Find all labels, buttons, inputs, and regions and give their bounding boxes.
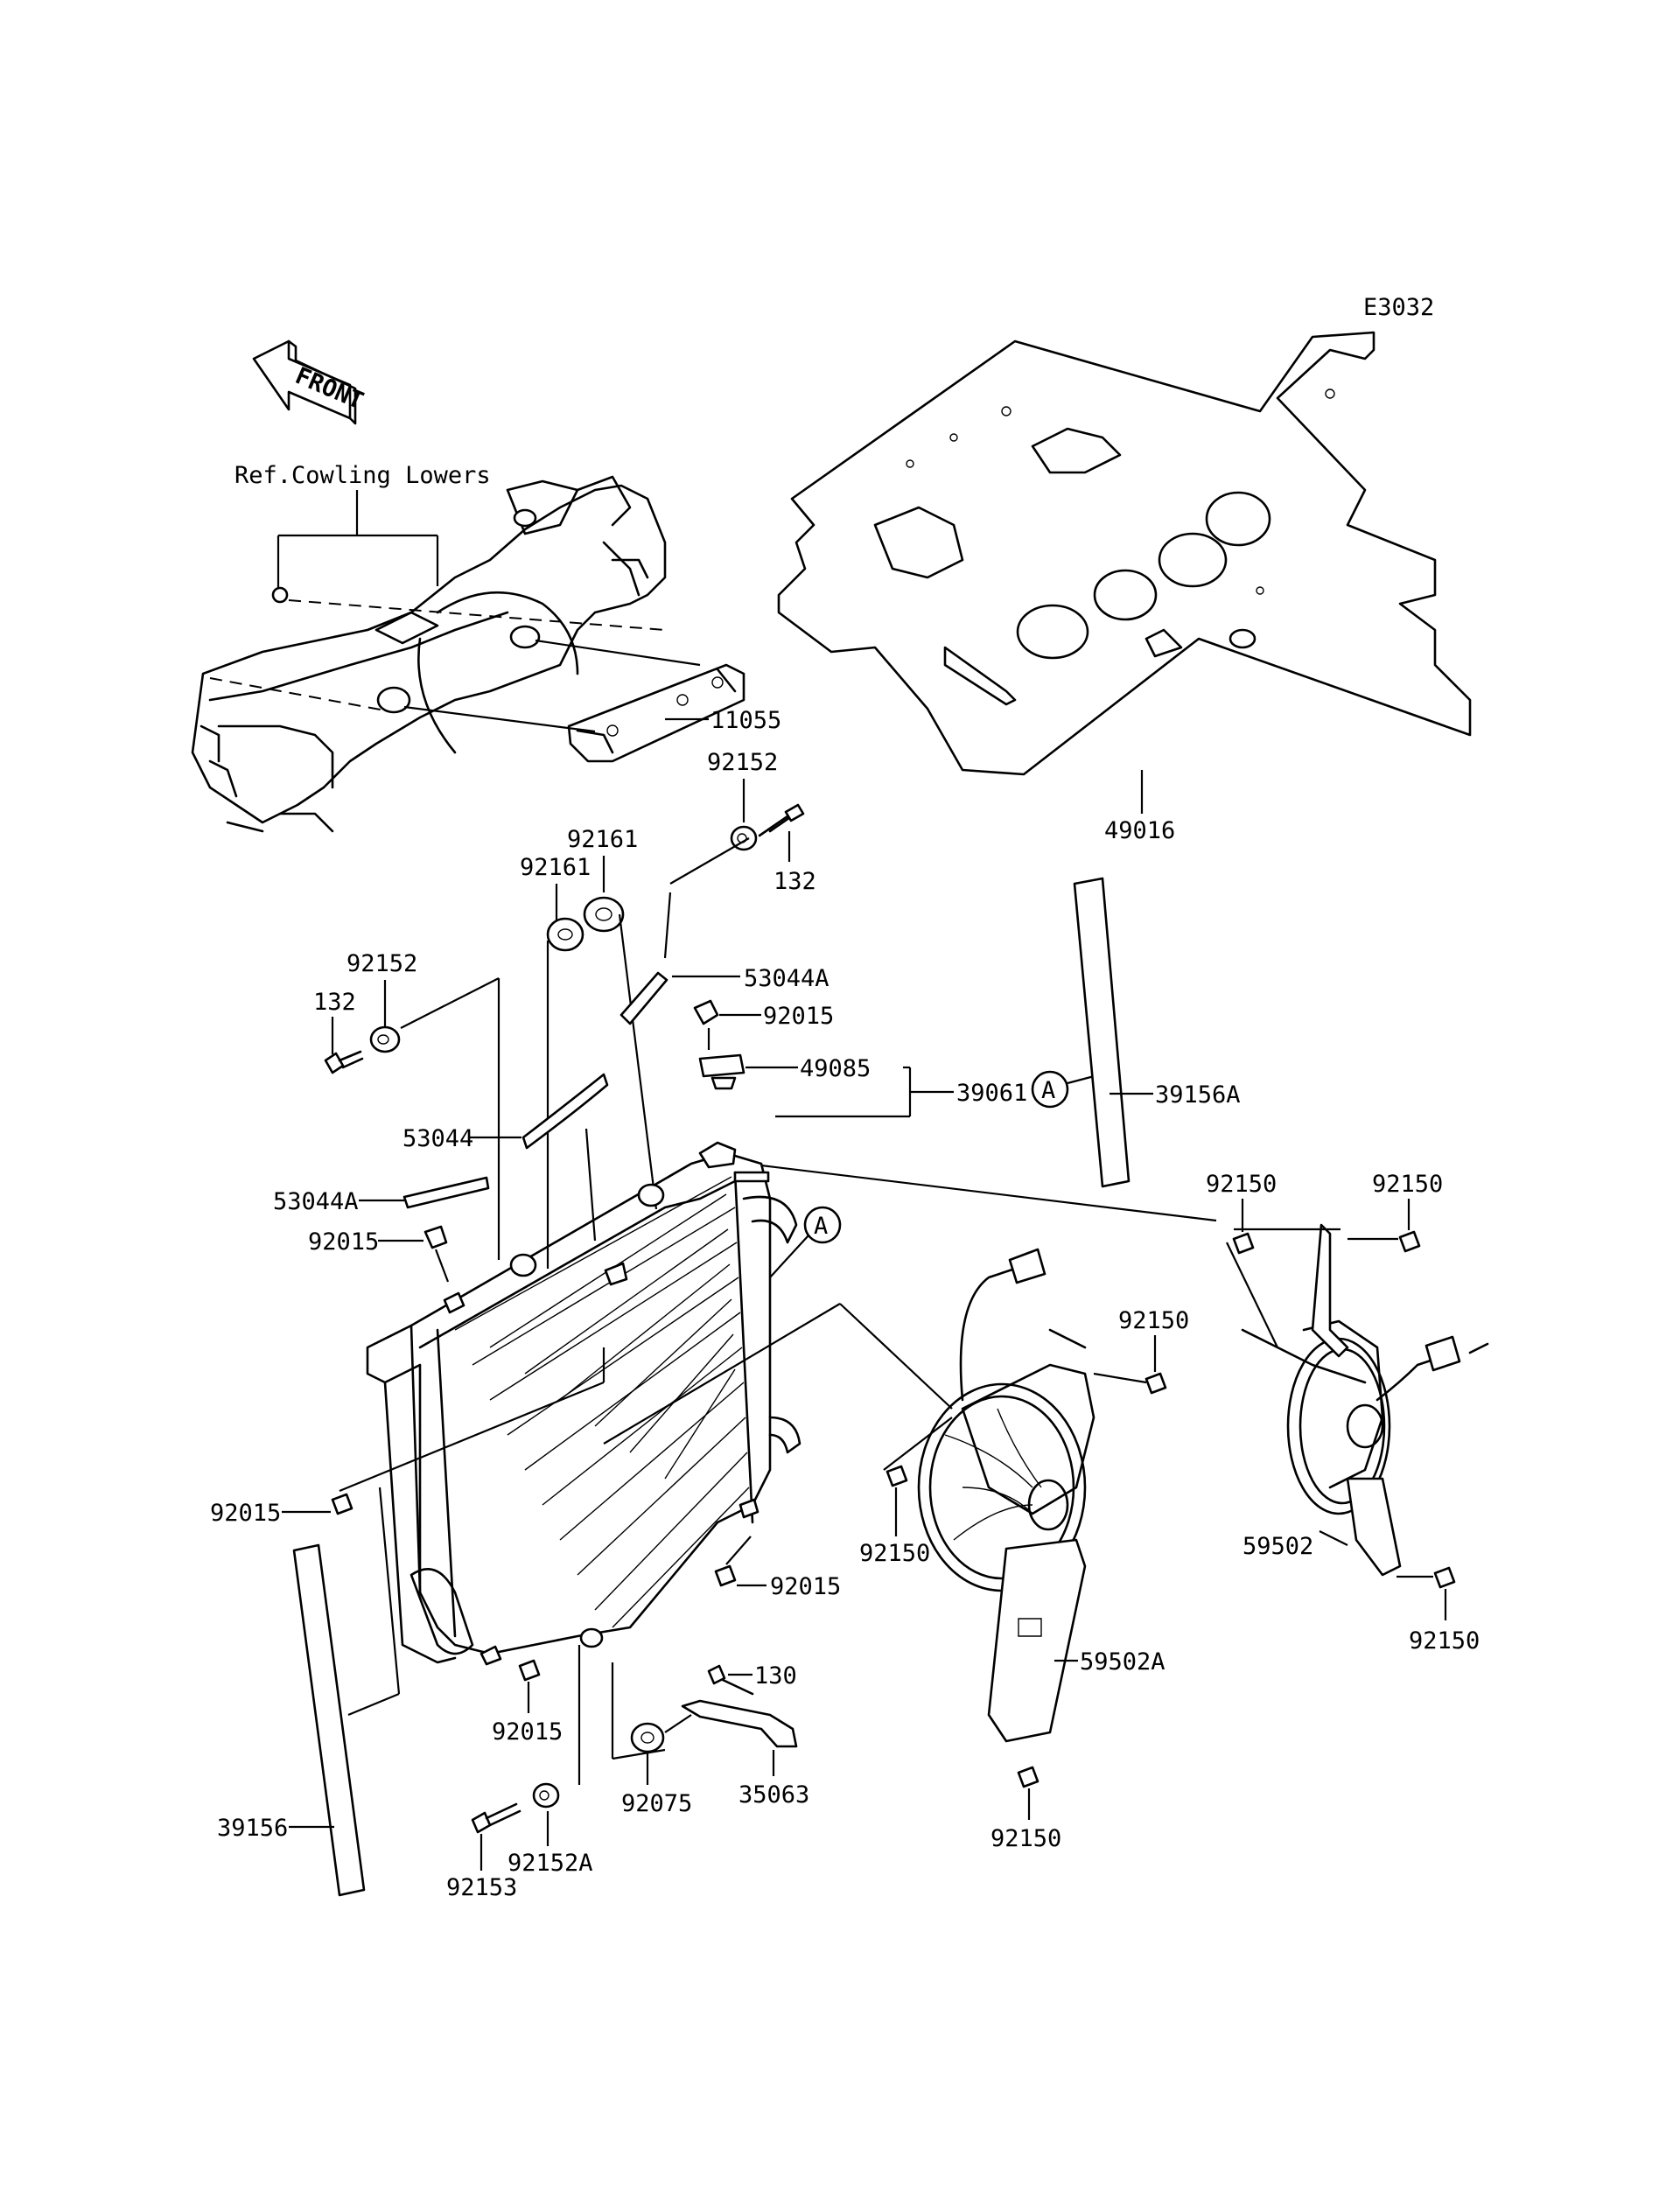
part-label: 49016 <box>1104 817 1175 844</box>
part-label: 39156 <box>217 1815 288 1842</box>
seal-39156A <box>1073 877 1130 1188</box>
nut-92150 <box>1017 1766 1040 1788</box>
fan-59502A <box>917 1248 1096 1743</box>
part-label: 53044A <box>744 965 830 992</box>
svg-text:A: A <box>1041 1077 1055 1104</box>
radiator-core <box>366 1141 802 1666</box>
nut-92150 <box>1398 1230 1421 1253</box>
hose-53044A-left <box>402 1176 490 1209</box>
part-label: 132 <box>774 868 816 895</box>
nut-92150 <box>1232 1232 1255 1255</box>
bolt-132-left <box>324 1050 364 1074</box>
part-label: 92150 <box>859 1540 930 1567</box>
washer-92152A <box>532 1782 560 1809</box>
nut-92150 <box>886 1465 908 1487</box>
part-label: 130 <box>754 1662 797 1690</box>
seal-39156 <box>292 1543 366 1897</box>
part-label: 132 <box>313 989 356 1016</box>
skid-plate-49016 <box>777 331 1472 776</box>
part-label: 39156A <box>1155 1081 1241 1109</box>
grommet-92161-a <box>583 896 625 933</box>
part-label: 92161 <box>520 854 591 881</box>
clip-92015-top <box>693 999 719 1025</box>
stay-35063 <box>681 1699 798 1748</box>
front-arrow-icon: FRONT <box>252 339 368 425</box>
part-label: 92150 <box>1206 1171 1277 1198</box>
diagram-code: E3032 <box>1363 294 1434 321</box>
part-label: 49085 <box>800 1055 871 1082</box>
part-label: 59502A <box>1080 1648 1166 1676</box>
washer-92152-left <box>369 1025 401 1053</box>
part-label: 92152A <box>508 1850 593 1877</box>
grommet-92161-b <box>546 917 584 952</box>
part-label: 59502 <box>1242 1533 1313 1560</box>
part-label: 92150 <box>1372 1171 1443 1198</box>
part-label: 92015 <box>308 1228 379 1256</box>
part-label: 92152 <box>346 950 417 977</box>
clip-92015-left <box>424 1225 448 1249</box>
ref-cowling-note: Ref.Cowling Lowers <box>234 462 491 489</box>
bolt-130 <box>707 1664 754 1696</box>
cowling-lower-assembly <box>191 475 667 833</box>
grommet-92075 <box>630 1722 665 1753</box>
front-label: FRONT <box>291 362 368 415</box>
clip-92015-bottom <box>518 1659 541 1682</box>
part-label: 92015 <box>492 1718 563 1746</box>
nut-92150 <box>1144 1372 1167 1395</box>
part-label: 39061 <box>956 1080 1027 1107</box>
part-label: 92150 <box>1118 1307 1189 1334</box>
callout-a-shroud: A <box>1031 1070 1069 1109</box>
part-label: 35063 <box>738 1781 809 1809</box>
part-label: 53044 <box>402 1125 473 1152</box>
callout-a-radiator: A <box>803 1206 842 1244</box>
part-label: 92161 <box>567 826 638 853</box>
part-label: 92153 <box>446 1874 517 1901</box>
bolt-92153 <box>471 1802 522 1834</box>
clip-92015-right <box>714 1564 737 1587</box>
part-label: 92150 <box>1409 1627 1480 1655</box>
part-label: 92152 <box>707 749 778 776</box>
part-label: 92150 <box>990 1825 1061 1852</box>
part-label: 92015 <box>770 1573 841 1600</box>
fan-59502 <box>1241 1223 1489 1577</box>
hose-53044A-top <box>620 971 668 1025</box>
hose-53044 <box>522 1073 609 1150</box>
part-label: 11055 <box>710 707 781 734</box>
bolt-132-top <box>758 803 805 837</box>
part-label: 92015 <box>210 1500 281 1527</box>
part-label: 92075 <box>621 1790 692 1817</box>
nut-92150 <box>1433 1566 1456 1589</box>
clip-92015-mid <box>331 1493 354 1515</box>
part-label: 92015 <box>763 1003 834 1030</box>
part-label: 53044A <box>273 1188 359 1215</box>
svg-text:A: A <box>814 1213 828 1240</box>
bracket-11055 <box>567 663 746 763</box>
ref-bracket <box>276 490 439 595</box>
cap-49085 <box>698 1053 746 1090</box>
